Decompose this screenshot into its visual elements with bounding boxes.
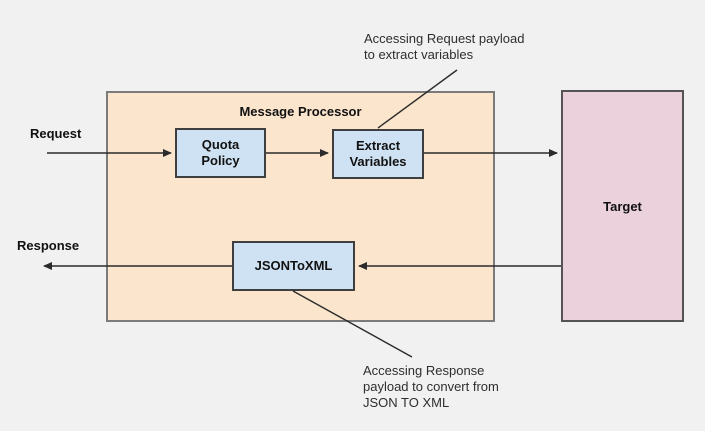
message-processor-title: Message Processor (239, 104, 362, 119)
json-to-xml-node: JSONToXML (232, 241, 355, 291)
response-payload-annotation: Accessing Response payload to convert fr… (363, 363, 499, 410)
request-payload-annotation: Accessing Request payload to extract var… (364, 31, 525, 62)
response-label: Response (17, 238, 80, 253)
request-label: Request (30, 126, 82, 141)
target-label: Target (603, 198, 642, 214)
quota-policy-node: Quota Policy (175, 128, 266, 178)
target-container: Target (561, 90, 684, 322)
extract-variables-node: Extract Variables (332, 129, 424, 179)
